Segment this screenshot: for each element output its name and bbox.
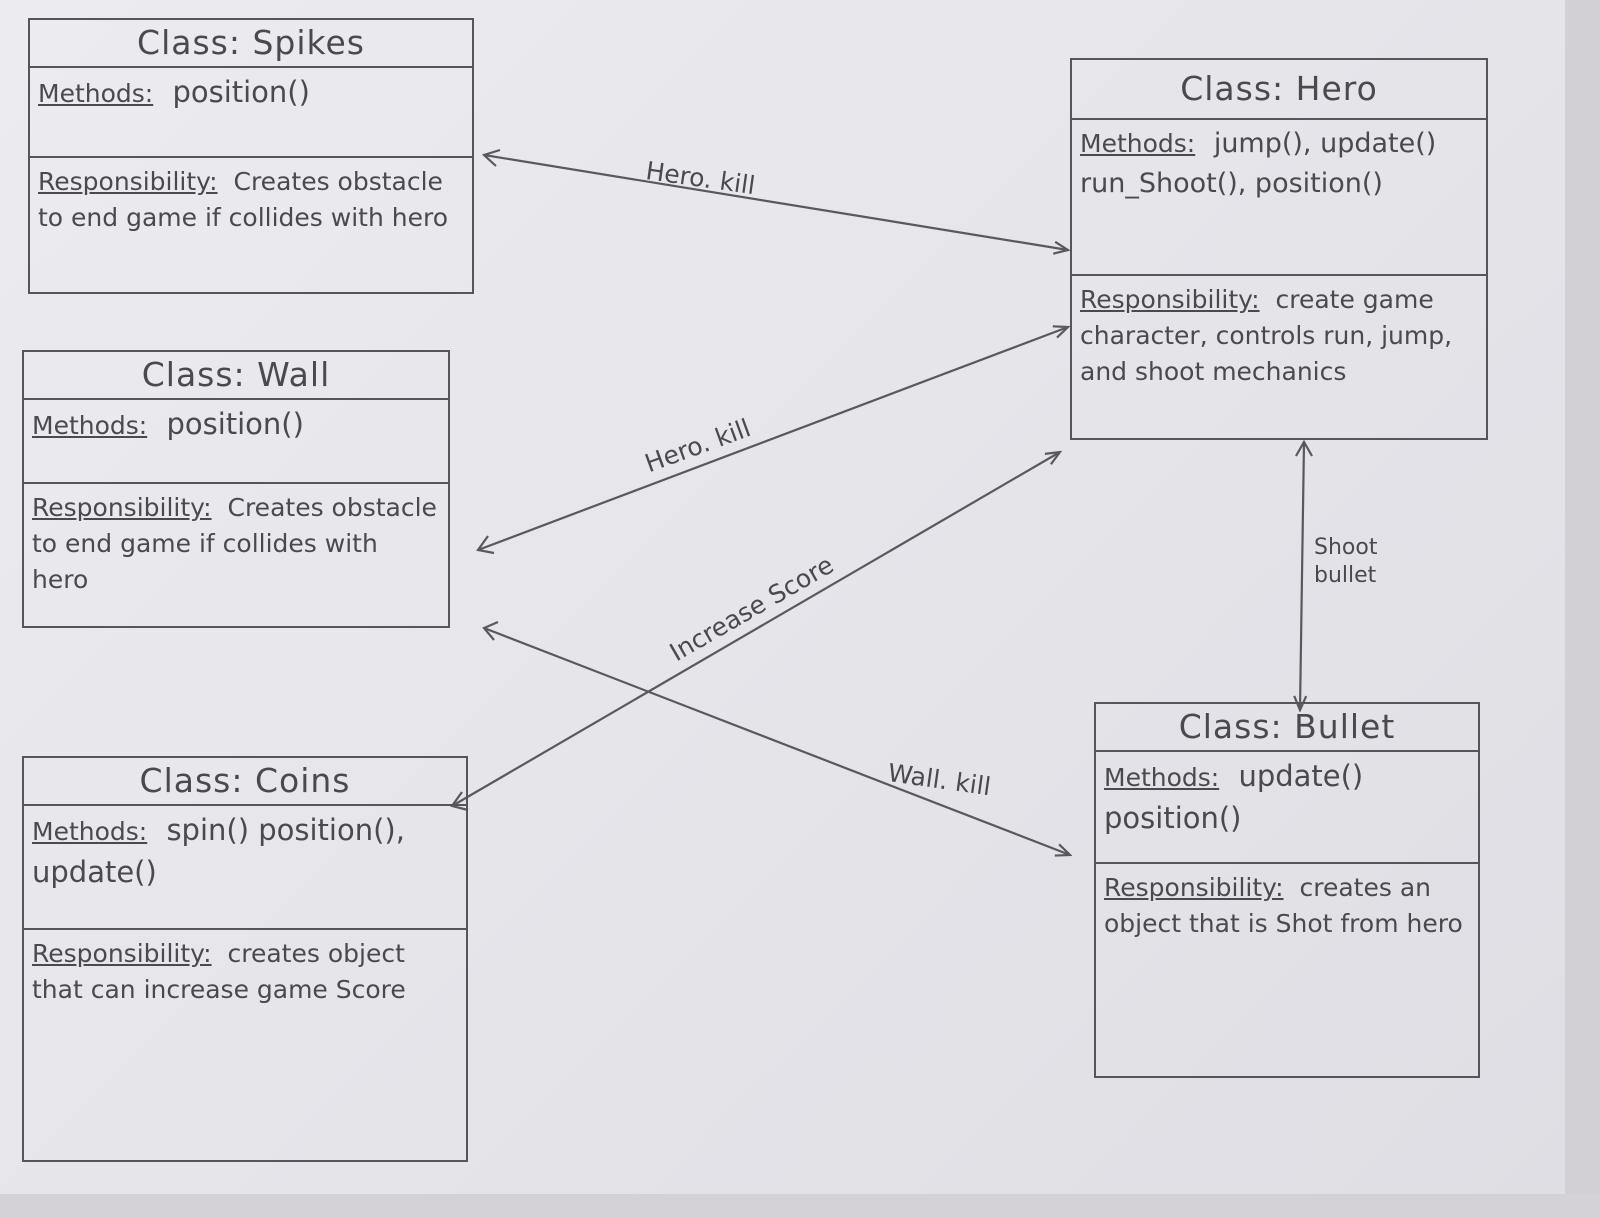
arrowhead-spikes xyxy=(481,148,501,167)
class-card-hero: Class: Hero Methods: jump(), update() ru… xyxy=(1070,58,1488,440)
arrow-coins-hero xyxy=(451,452,1060,807)
responsibility-text: Creates obstacle to end game if collides… xyxy=(32,493,437,594)
methods-label: Methods: xyxy=(32,817,148,846)
methods-text: spin() position(), update() xyxy=(32,813,405,889)
arrow-hero-bullet xyxy=(1300,441,1304,710)
methods-section: Methods: position() xyxy=(24,400,448,484)
paper-bottom-shadow xyxy=(0,1194,1600,1218)
responsibility-label: Responsibility: xyxy=(38,167,218,196)
responsibility-label: Responsibility: xyxy=(1104,873,1284,902)
class-title: Class: Coins xyxy=(24,758,466,806)
arrowhead-coins xyxy=(450,791,469,812)
methods-section: Methods: update() position() xyxy=(1096,752,1478,864)
responsibility-section: Responsibility: Creates obstacle to end … xyxy=(30,158,472,242)
responsibility-text: creates an object that is Shot from hero xyxy=(1104,873,1463,938)
relation-label-hero-bullet: Shoot bullet xyxy=(1314,535,1378,588)
arrowhead-wall-2 xyxy=(482,620,499,641)
arrow-wall-bullet xyxy=(483,626,1070,855)
class-card-spikes: Class: Spikes Methods: position() Respon… xyxy=(28,18,474,294)
methods-label: Methods: xyxy=(1104,763,1220,792)
methods-text: position() xyxy=(166,407,304,441)
methods-label: Methods: xyxy=(32,411,148,440)
responsibility-label: Responsibility: xyxy=(1080,285,1260,314)
responsibility-section: Responsibility: creates object that can … xyxy=(24,930,466,1014)
class-title: Class: Bullet xyxy=(1096,704,1478,752)
methods-text: position() xyxy=(172,75,310,109)
arrowhead-wall xyxy=(476,535,495,555)
methods-section: Methods: spin() position(), update() xyxy=(24,806,466,930)
methods-text: jump(), update() run_Shoot(), position() xyxy=(1080,128,1437,199)
responsibility-text: creates object that can increase game Sc… xyxy=(32,939,406,1004)
paper-edge-shadow xyxy=(1565,0,1600,1218)
responsibility-text: Creates obstacle to end game if collides… xyxy=(38,167,448,232)
methods-label: Methods: xyxy=(1080,129,1196,158)
arrow-hero-spikes xyxy=(483,153,1068,250)
responsibility-section: Responsibility: Creates obstacle to end … xyxy=(24,484,448,604)
responsibility-label: Responsibility: xyxy=(32,939,212,968)
class-title: Class: Hero xyxy=(1072,60,1486,120)
responsibility-label: Responsibility: xyxy=(32,493,212,522)
methods-section: Methods: jump(), update() run_Shoot(), p… xyxy=(1072,120,1486,276)
methods-section: Methods: position() xyxy=(30,68,472,158)
class-title: Class: Spikes xyxy=(30,20,472,68)
class-card-wall: Class: Wall Methods: position() Responsi… xyxy=(22,350,450,628)
responsibility-section: Responsibility: creates an object that i… xyxy=(1096,864,1478,948)
class-card-bullet: Class: Bullet Methods: update() position… xyxy=(1094,702,1480,1078)
arrow-hero-wall xyxy=(477,327,1068,552)
arrowhead-hero xyxy=(1295,439,1313,457)
methods-text: update() position() xyxy=(1104,759,1364,835)
class-card-coins: Class: Coins Methods: spin() position(),… xyxy=(22,756,468,1162)
class-title: Class: Wall xyxy=(24,352,448,400)
responsibility-text: create game character, controls run, jum… xyxy=(1080,285,1453,386)
responsibility-section: Responsibility: create game character, c… xyxy=(1072,276,1486,396)
methods-label: Methods: xyxy=(38,79,154,108)
